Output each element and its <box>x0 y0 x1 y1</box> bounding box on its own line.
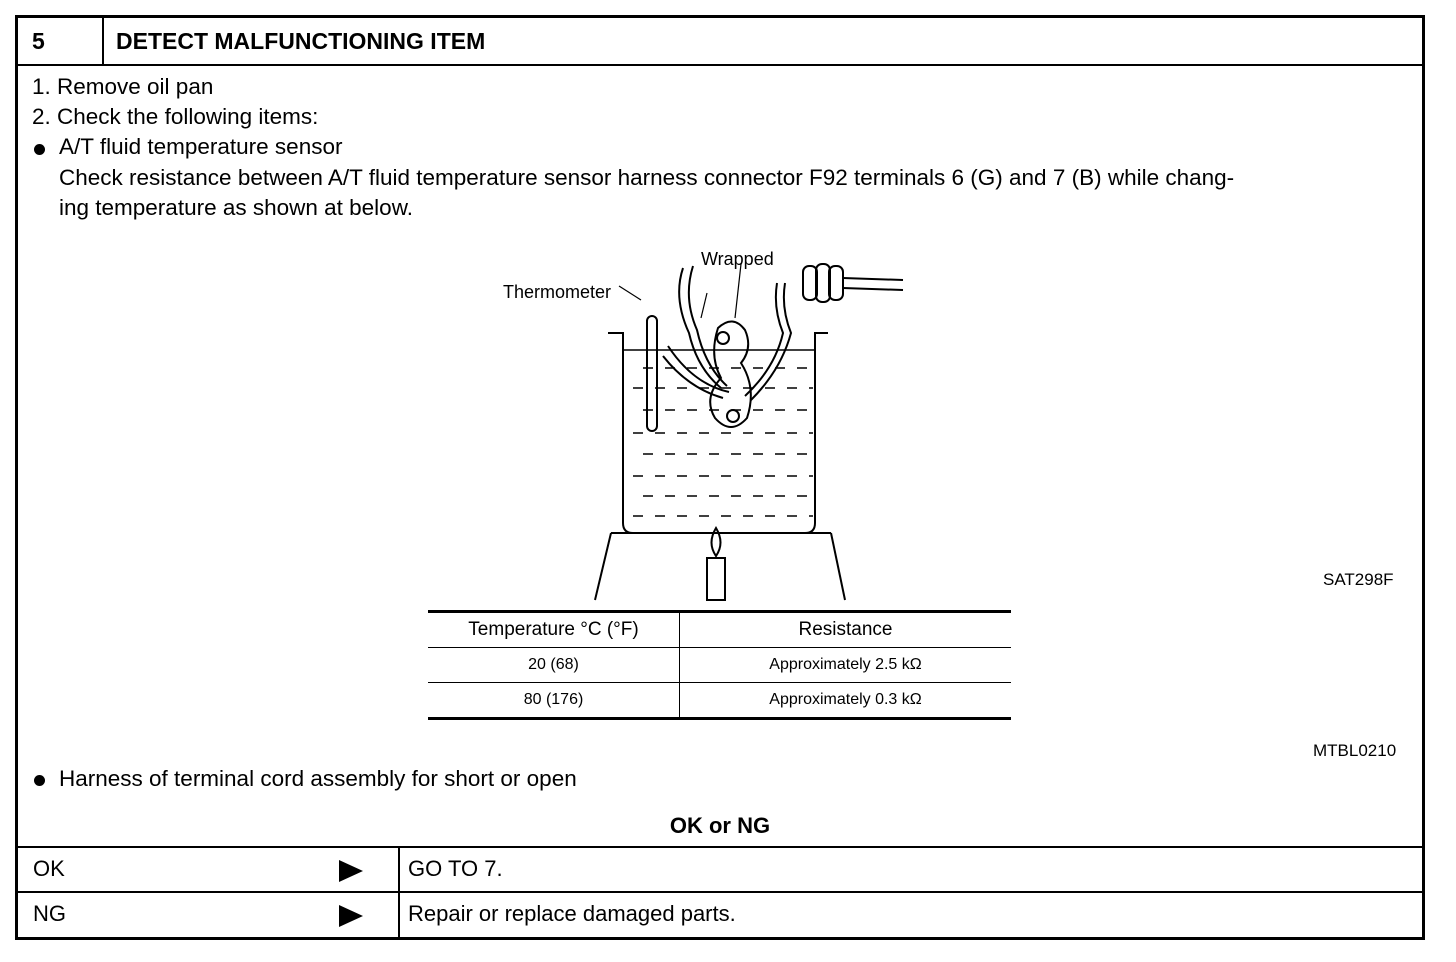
result-value-ng: Repair or replace damaged parts. <box>408 901 736 926</box>
instruction-check-items: 2. Check the following items: <box>32 104 319 129</box>
result-key-ok: OK <box>33 856 65 881</box>
table-cell-temperature: 20 (68) <box>428 647 680 683</box>
resistance-spec-table: Temperature °C (°F) Resistance 20 (68) A… <box>428 610 1011 720</box>
bullet-sensor-description-cont: ing temperature as shown at below. <box>59 195 413 220</box>
bullet-sensor-description: Check resistance between A/T fluid tempe… <box>59 165 1235 190</box>
result-divider <box>398 848 400 892</box>
sensor-test-diagram: Wrapped Thermometer <box>503 249 904 601</box>
result-row-ng: NG Repair or replace damaged parts. <box>18 891 1422 937</box>
bullet-icon <box>34 144 45 155</box>
arrow-right-icon <box>339 860 363 882</box>
bullet-icon <box>34 775 45 786</box>
step-title: DETECT MALFUNCTIONING ITEM <box>116 28 486 54</box>
result-divider <box>398 893 400 937</box>
table-cell-resistance: Approximately 2.5 kΩ <box>679 647 1011 683</box>
table-id: MTBL0210 <box>1313 741 1397 760</box>
table-cell-resistance: Approximately 0.3 kΩ <box>769 691 922 708</box>
result-label: OK or NG <box>669 813 771 838</box>
result-key-ng: NG <box>33 901 66 926</box>
table-header-temperature: Temperature °C (°F) <box>428 611 680 648</box>
figure-id: SAT298F <box>1323 570 1394 589</box>
table-header-row: Temperature °C (°F) Resistance <box>428 611 1011 648</box>
table-header-resistance: Resistance <box>679 611 1011 648</box>
result-row-ok: OK GO TO 7. <box>18 846 1422 892</box>
step-number: 5 <box>18 18 104 64</box>
table-cell-temperature: 80 (176) <box>428 682 680 719</box>
instruction-remove-oil-pan: 1. Remove oil pan <box>32 74 214 99</box>
table-row: 80 (176) Approximately 0.3 kΩ <box>428 682 1011 719</box>
label-wrapped: Wrapped <box>701 249 774 269</box>
label-thermometer: Thermometer <box>503 282 611 302</box>
table-row: 20 (68) Approximately 2.5 kΩ <box>428 647 1011 683</box>
bullet-sensor-title: A/T fluid temperature sensor <box>59 134 343 159</box>
arrow-right-icon <box>339 905 363 927</box>
result-value-ok: GO TO 7. <box>408 856 503 881</box>
step-header: 5 DETECT MALFUNCTIONING ITEM <box>18 18 1422 66</box>
bullet-harness-check: Harness of terminal cord assembly for sh… <box>59 766 577 791</box>
diagnostic-step-frame: 5 DETECT MALFUNCTIONING ITEM 1. Remove o… <box>15 15 1425 940</box>
